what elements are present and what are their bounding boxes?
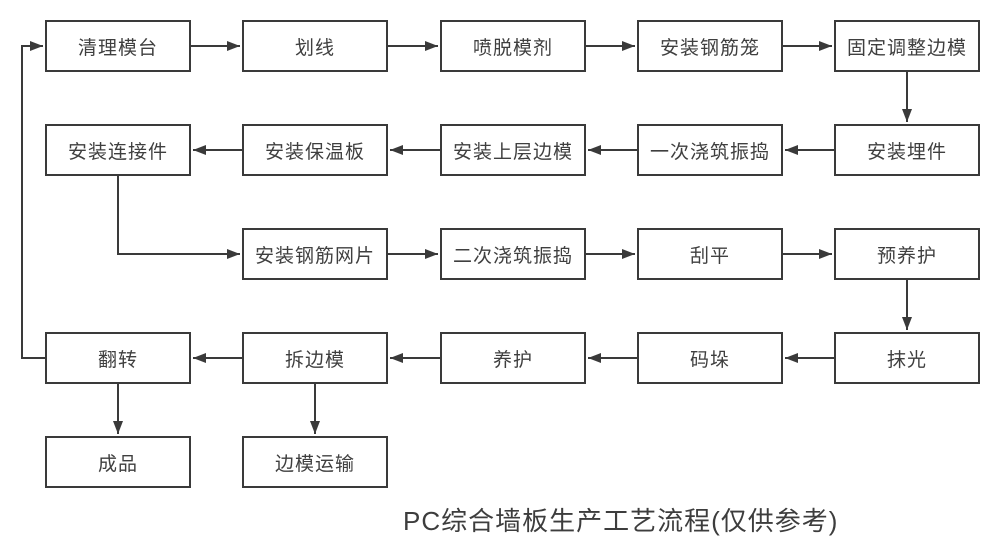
node-fix-adjust-side-mold: 固定调整边模	[834, 20, 980, 72]
node-install-connectors: 安装连接件	[45, 124, 191, 176]
node-install-rebar-mesh: 安装钢筋网片	[242, 228, 388, 280]
node-second-pour-vibrate: 二次浇筑振捣	[440, 228, 586, 280]
arrow-connectors-to-mesh	[117, 176, 240, 259]
node-flip: 翻转	[45, 332, 191, 384]
node-clean-mold-table: 清理模台	[45, 20, 191, 72]
diagram-title: PC综合墙板生产工艺流程(仅供参考)	[403, 506, 839, 536]
node-pre-curing: 预养护	[834, 228, 980, 280]
node-install-upper-side-mold: 安装上层边模	[440, 124, 586, 176]
node-side-mold-transport: 边模运输	[242, 436, 388, 488]
node-screed: 刮平	[637, 228, 783, 280]
node-spray-release-agent: 喷脱模剂	[440, 20, 586, 72]
node-finished-product: 成品	[45, 436, 191, 488]
node-install-insulation-board: 安装保温板	[242, 124, 388, 176]
node-install-embedded-parts: 安装埋件	[834, 124, 980, 176]
arrow-flip-loop-to-clean	[21, 41, 45, 359]
node-first-pour-vibrate: 一次浇筑振捣	[637, 124, 783, 176]
node-marking: 划线	[242, 20, 388, 72]
node-trowel-polish: 抹光	[834, 332, 980, 384]
node-curing: 养护	[440, 332, 586, 384]
node-install-rebar-cage: 安装钢筋笼	[637, 20, 783, 72]
node-stacking: 码垛	[637, 332, 783, 384]
node-remove-side-mold: 拆边模	[242, 332, 388, 384]
